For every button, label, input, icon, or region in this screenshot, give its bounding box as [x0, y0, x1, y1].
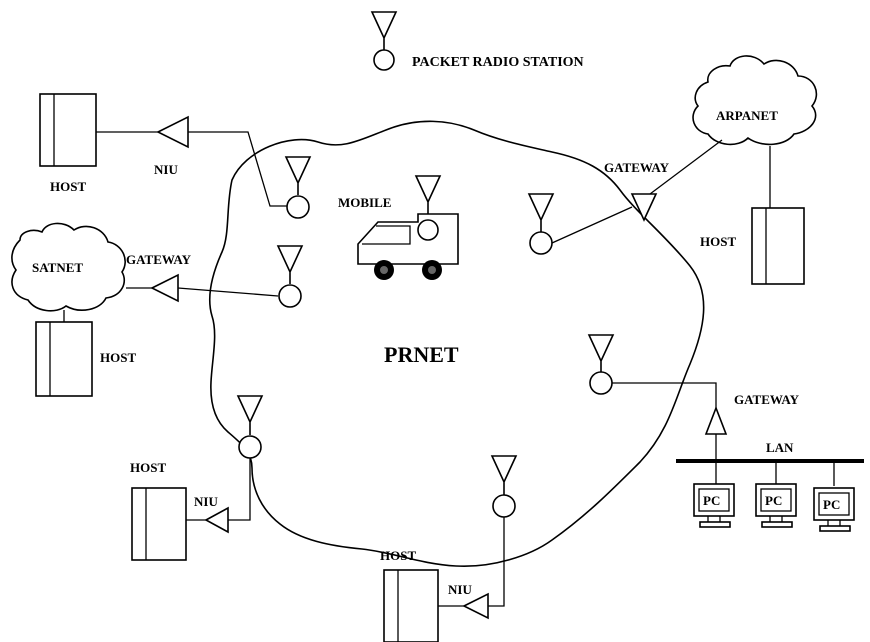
arpanet-group: GATEWAY ARPANET HOST [527, 55, 818, 285]
lan-group: GATEWAY LAN PC PC PC [587, 334, 864, 532]
arpanet-host-label: HOST [700, 234, 736, 249]
radio-station-icon [589, 371, 613, 395]
satnet-gateway-label: GATEWAY [126, 252, 192, 267]
radio-station-icon [492, 494, 516, 518]
bottom-center-host-group: HOST NIU [380, 455, 518, 642]
pc-icon: PC [693, 483, 735, 528]
pc-label: PC [765, 493, 782, 508]
vehicle-icon [357, 213, 459, 265]
legend: PACKET RADIO STATION [370, 11, 584, 71]
gateway-icon [704, 405, 728, 435]
legend-station-icon [373, 49, 395, 71]
pc-icon: PC [813, 487, 855, 532]
arpanet-label: ARPANET [716, 108, 778, 123]
niu-label: NIU [448, 582, 472, 597]
mobile-group: MOBILE [338, 175, 459, 280]
satnet-label: SATNET [32, 260, 83, 275]
gateway-icon [630, 193, 658, 222]
lan-label: LAN [766, 440, 794, 455]
host-icon [39, 93, 97, 167]
host-icon [751, 207, 805, 285]
host-icon [383, 569, 439, 642]
niu-label: NIU [194, 494, 218, 509]
radio-station-icon [286, 195, 310, 219]
antenna-icon [587, 334, 615, 372]
niu-icon [462, 592, 489, 620]
network-label: PRNET [384, 342, 459, 367]
antenna-icon [527, 193, 555, 232]
host-label: HOST [130, 460, 166, 475]
antenna-icon [284, 156, 312, 195]
lan-gateway-label: GATEWAY [734, 392, 800, 407]
antenna-icon [414, 175, 442, 214]
niu-label: NIU [154, 162, 178, 177]
host-icon [35, 321, 93, 397]
mobile-label: MOBILE [338, 195, 391, 210]
host-icon [131, 487, 187, 561]
pc-label: PC [703, 493, 720, 508]
satnet-group: SATNET HOST GATEWAY [11, 222, 304, 397]
arpanet-cloud [692, 55, 818, 146]
radio-station-icon [278, 284, 302, 308]
prnet-cloud [209, 120, 705, 568]
antenna-icon [276, 245, 304, 284]
arpanet-gateway-label: GATEWAY [604, 160, 670, 175]
gateway-icon [150, 273, 179, 303]
bottom-left-host-group: HOST NIU [130, 395, 264, 561]
satnet-host-label: HOST [100, 350, 136, 365]
antenna-icon [236, 395, 264, 435]
antenna-icon [490, 455, 518, 495]
legend-label: PACKET RADIO STATION [412, 55, 584, 70]
host-label: HOST [380, 548, 416, 563]
pc-label: PC [823, 497, 840, 512]
pc-icon: PC [755, 483, 797, 528]
radio-station-icon [417, 219, 439, 241]
satnet-cloud [11, 222, 126, 312]
host-label: HOST [50, 179, 86, 194]
radio-station-icon [529, 231, 553, 255]
top-left-host-group: HOST NIU [39, 93, 312, 219]
niu-icon [156, 115, 189, 149]
niu-icon [204, 506, 229, 534]
radio-station-icon [238, 435, 262, 459]
legend-antenna-icon [370, 11, 398, 50]
